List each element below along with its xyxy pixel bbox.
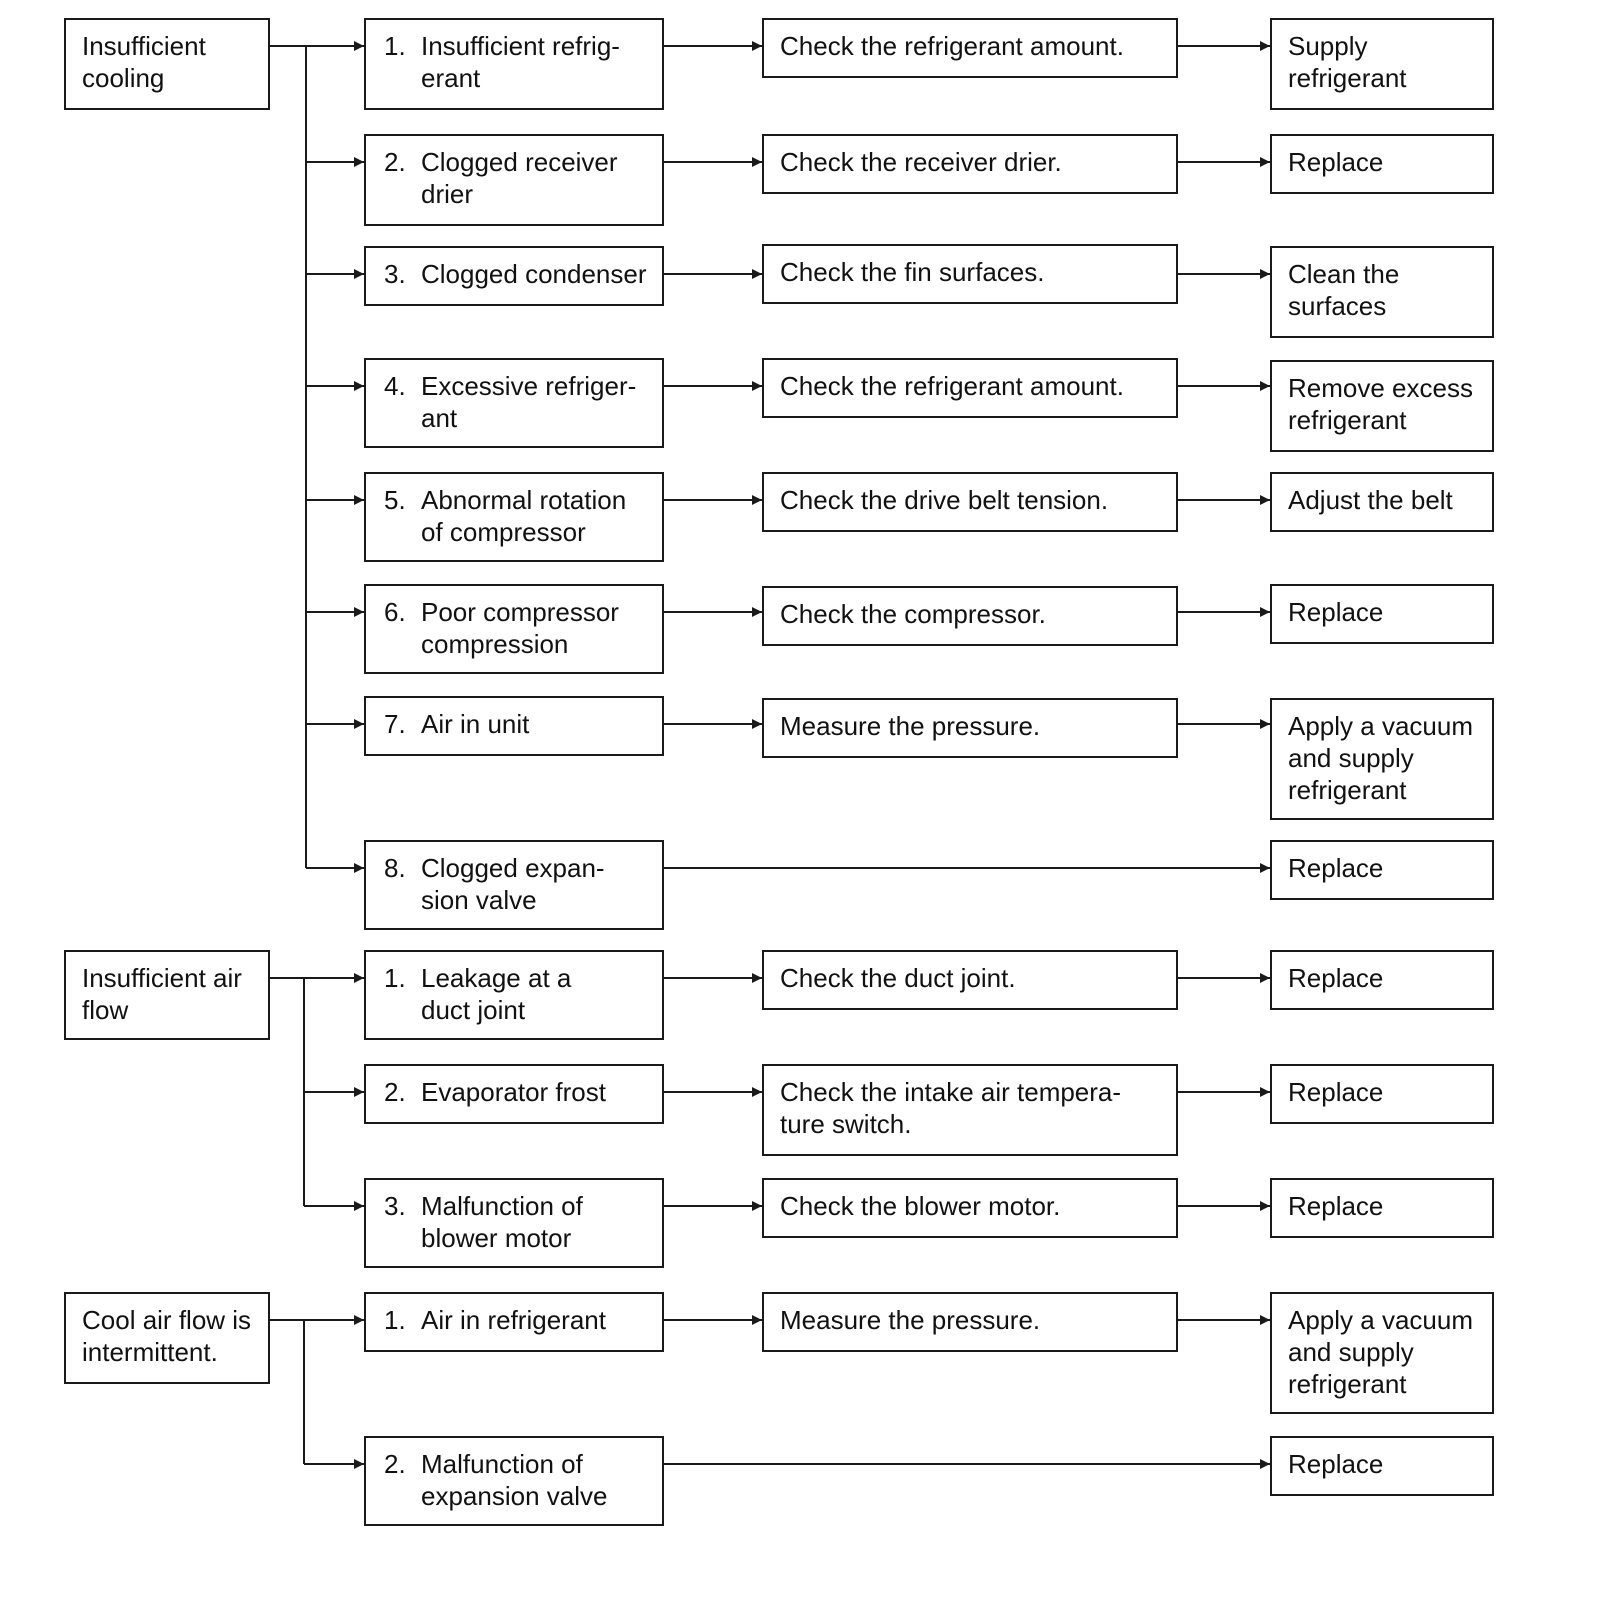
cause-box: 1. Insufficient refrig- erant bbox=[364, 18, 664, 110]
cause-box: 3. Malfunction of blower motor bbox=[364, 1178, 664, 1268]
remedy-box: Replace bbox=[1270, 840, 1494, 900]
cause-number: 3. bbox=[384, 1191, 406, 1221]
check-box: Measure the pressure. bbox=[762, 698, 1178, 758]
cause-box: 2. Evaporator frost bbox=[364, 1064, 664, 1124]
remedy-box: Replace bbox=[1270, 950, 1494, 1010]
check-box: Check the blower motor. bbox=[762, 1178, 1178, 1238]
cause-text: Air in refrigerant bbox=[421, 1305, 606, 1335]
cause-box: 6. Poor compressor compression bbox=[364, 584, 664, 674]
cause-box: 3. Clogged condenser bbox=[364, 246, 664, 306]
remedy-box: Clean the surfaces bbox=[1270, 246, 1494, 338]
cause-text: Excessive refriger- ant bbox=[421, 371, 637, 433]
cause-text: Insufficient refrig- erant bbox=[421, 31, 620, 93]
symptom-box-insufficient-air-flow: Insufficient air flow bbox=[64, 950, 270, 1040]
remedy-box: Remove excess refrigerant bbox=[1270, 360, 1494, 452]
cause-box: 8. Clogged expan- sion valve bbox=[364, 840, 664, 930]
cause-number: 6. bbox=[384, 597, 406, 627]
cause-text: Abnormal rotation of compressor bbox=[421, 485, 627, 547]
cause-text: Poor compressor compression bbox=[421, 597, 619, 659]
cause-text: Clogged receiver drier bbox=[421, 147, 618, 209]
check-box: Check the refrigerant amount. bbox=[762, 358, 1178, 418]
remedy-box: Replace bbox=[1270, 584, 1494, 644]
remedy-box: Replace bbox=[1270, 1436, 1494, 1496]
cause-box: 1. Leakage at a duct joint bbox=[364, 950, 664, 1040]
cause-box: 2. Malfunction of expansion valve bbox=[364, 1436, 664, 1526]
remedy-box: Supply refrigerant bbox=[1270, 18, 1494, 110]
cause-text: Leakage at a duct joint bbox=[421, 963, 572, 1025]
cause-box: 5. Abnormal rotation of compressor bbox=[364, 472, 664, 562]
cause-number: 4. bbox=[384, 371, 406, 401]
cause-text: Evaporator frost bbox=[421, 1077, 606, 1107]
check-box: Check the intake air tempera- ture switc… bbox=[762, 1064, 1178, 1156]
cause-number: 2. bbox=[384, 1077, 406, 1107]
cause-number: 1. bbox=[384, 963, 406, 993]
cause-text: Clogged condenser bbox=[421, 259, 647, 289]
check-box: Check the compressor. bbox=[762, 586, 1178, 646]
cause-number: 2. bbox=[384, 147, 406, 177]
cause-number: 1. bbox=[384, 1305, 406, 1335]
cause-number: 8. bbox=[384, 853, 406, 883]
check-box: Check the drive belt tension. bbox=[762, 472, 1178, 532]
cause-text: Malfunction of expansion valve bbox=[421, 1449, 608, 1511]
symptom-box-insufficient-cooling: Insufficient cooling bbox=[64, 18, 270, 110]
check-box: Measure the pressure. bbox=[762, 1292, 1178, 1352]
cause-text: Air in unit bbox=[421, 709, 530, 739]
remedy-box: Apply a vacuum and supply refrigerant bbox=[1270, 1292, 1494, 1414]
cause-number: 1. bbox=[384, 31, 406, 61]
cause-number: 7. bbox=[384, 709, 406, 739]
check-box: Check the duct joint. bbox=[762, 950, 1178, 1010]
remedy-box: Replace bbox=[1270, 1064, 1494, 1124]
check-box: Check the refrigerant amount. bbox=[762, 18, 1178, 78]
cause-box: 4. Excessive refriger- ant bbox=[364, 358, 664, 448]
symptom-box-cool-air-flow-is-intermittent: Cool air flow is intermittent. bbox=[64, 1292, 270, 1384]
cause-text: Malfunction of blower motor bbox=[421, 1191, 583, 1253]
remedy-box: Apply a vacuum and supply refrigerant bbox=[1270, 698, 1494, 820]
cause-number: 3. bbox=[384, 259, 406, 289]
remedy-box: Replace bbox=[1270, 1178, 1494, 1238]
cause-box: 7. Air in unit bbox=[364, 696, 664, 756]
cause-box: 2. Clogged receiver drier bbox=[364, 134, 664, 226]
cause-text: Clogged expan- sion valve bbox=[421, 853, 605, 915]
cause-number: 5. bbox=[384, 485, 406, 515]
check-box: Check the receiver drier. bbox=[762, 134, 1178, 194]
check-box: Check the fin surfaces. bbox=[762, 244, 1178, 304]
remedy-box: Replace bbox=[1270, 134, 1494, 194]
cause-box: 1. Air in refrigerant bbox=[364, 1292, 664, 1352]
cause-number: 2. bbox=[384, 1449, 406, 1479]
remedy-box: Adjust the belt bbox=[1270, 472, 1494, 532]
